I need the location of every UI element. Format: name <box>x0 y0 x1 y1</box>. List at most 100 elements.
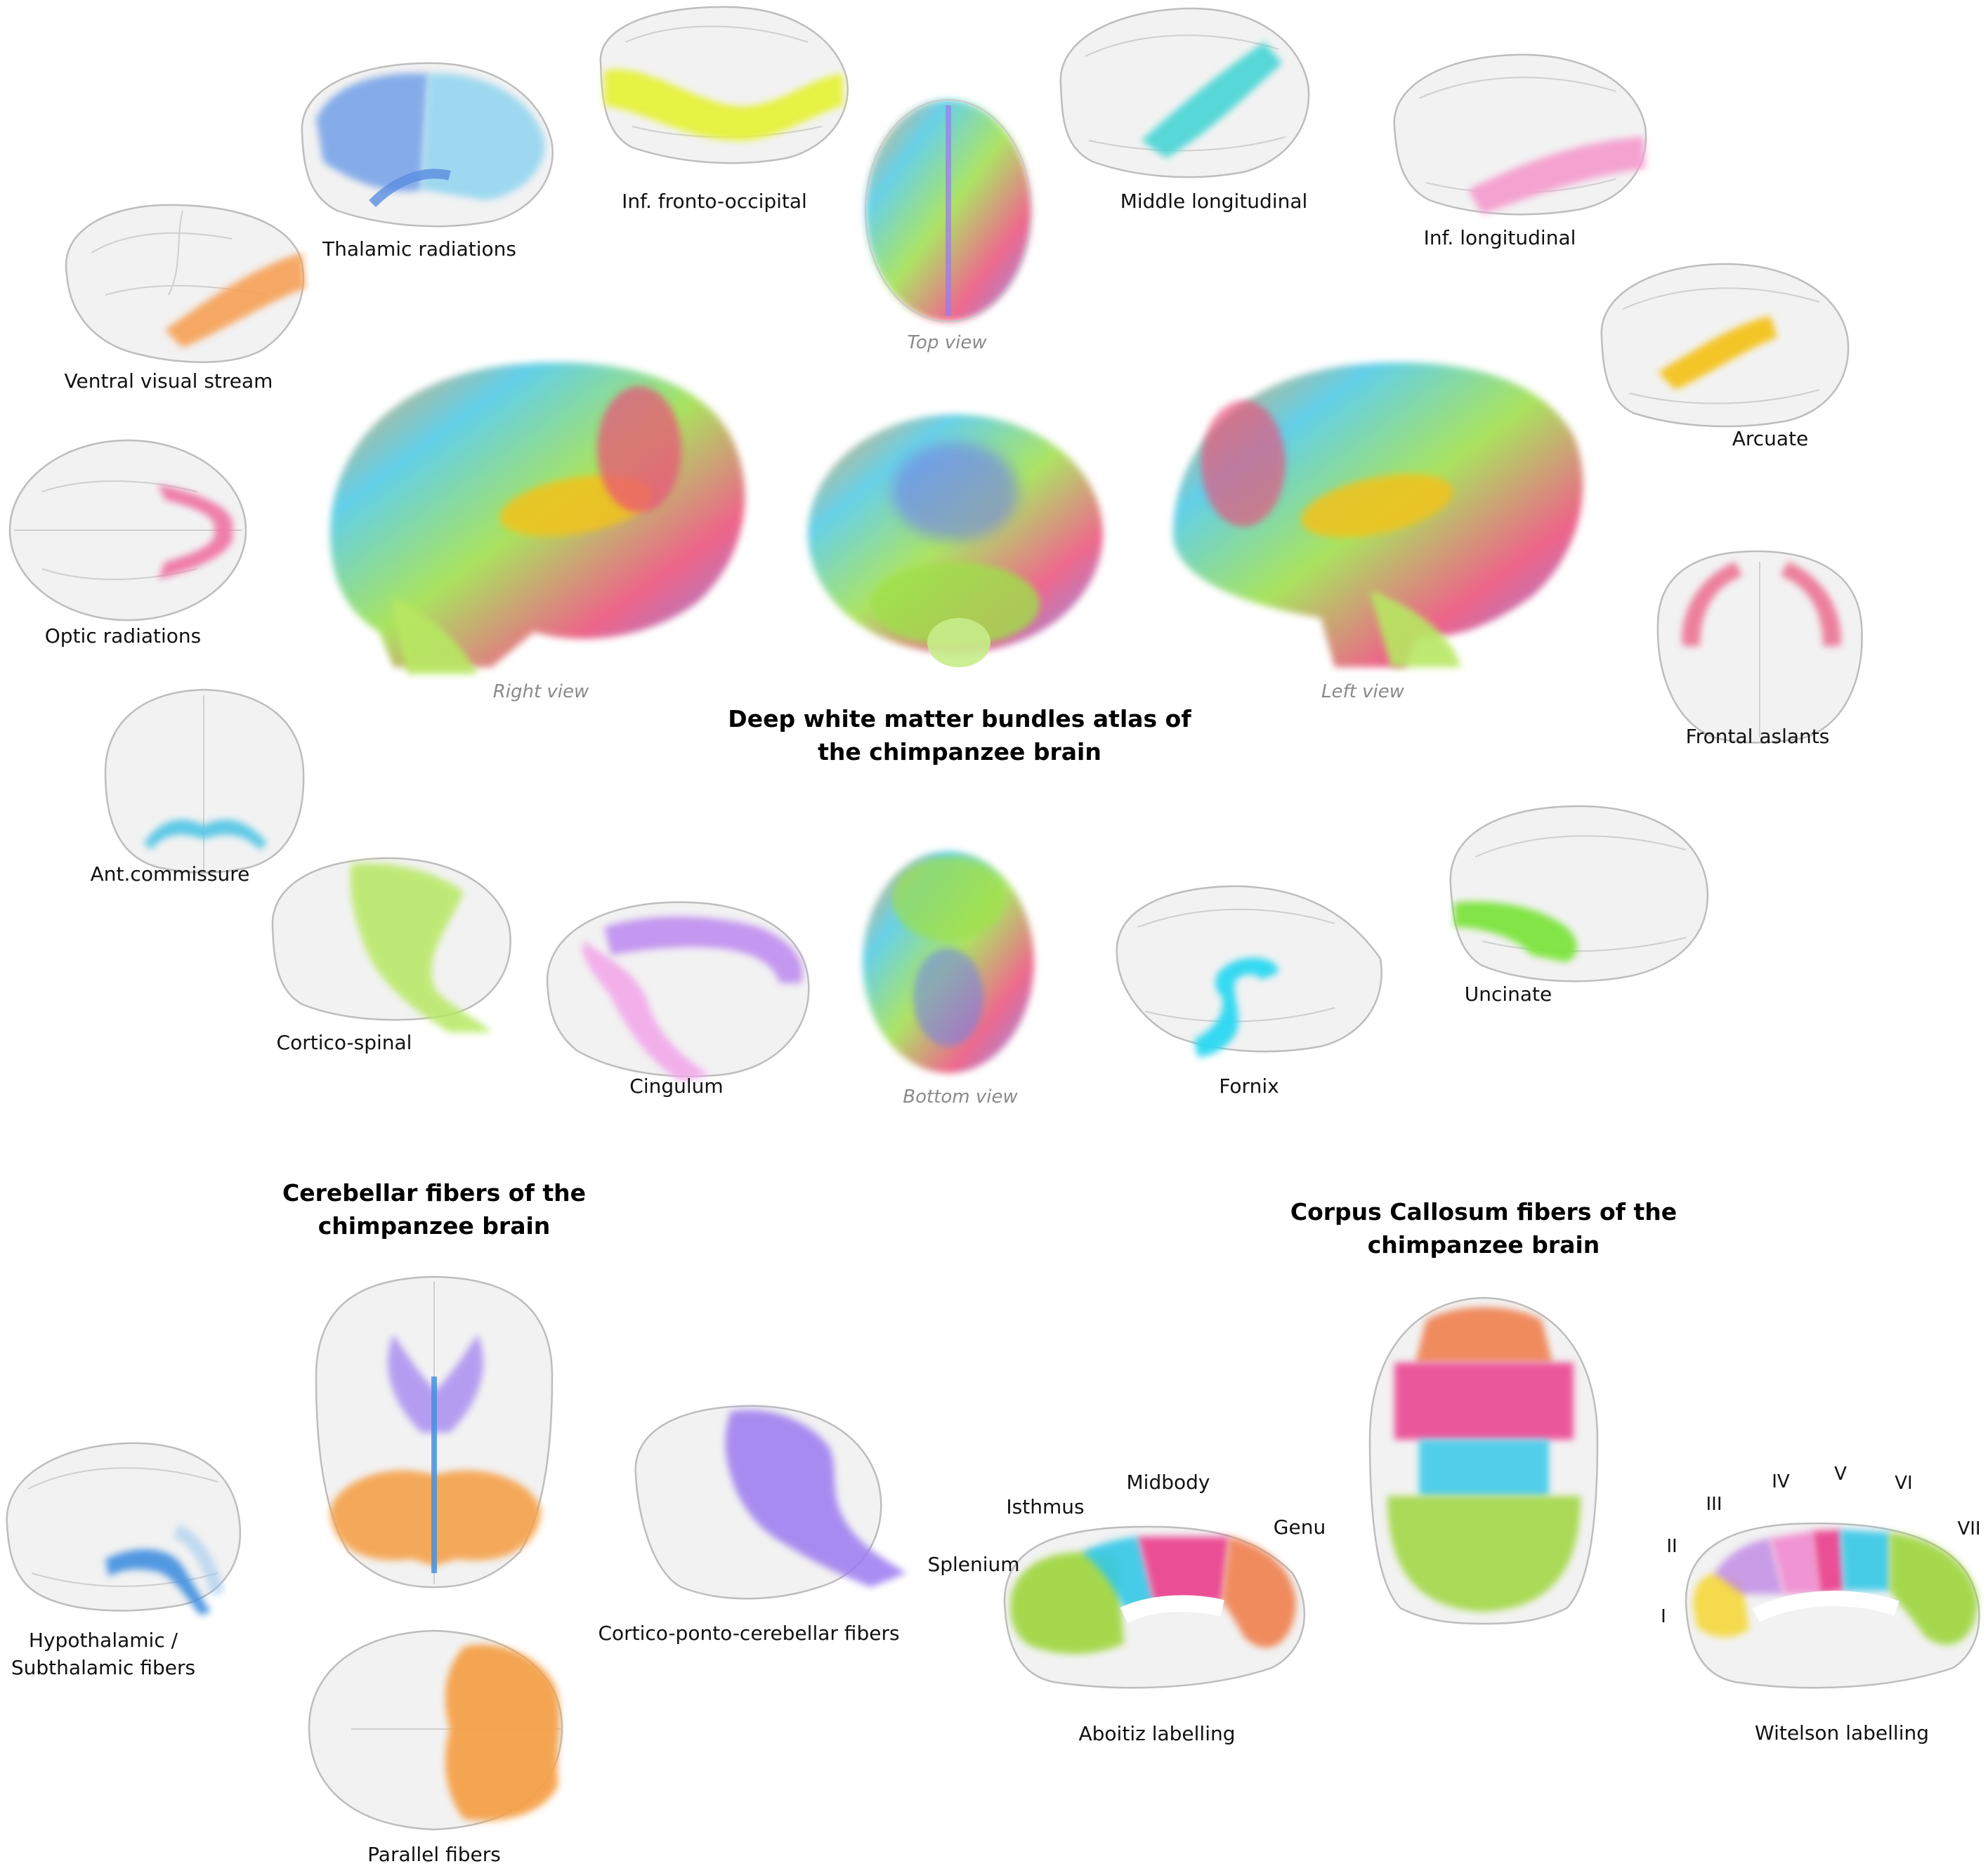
optic-radiations-fibers <box>158 485 233 579</box>
cortico-spinal-panel: Cortico-spinal <box>271 857 511 1054</box>
middle-longitudinal-panel: Middle longitudinal <box>1059 7 1310 213</box>
cerebellar-title-line2: chimpanzee brain <box>318 1212 551 1240</box>
corpus-callosum-top-view-panel <box>1368 1296 1599 1625</box>
frontal-aslants-panel: Frontal aslants <box>1656 550 1863 748</box>
aboitiz-genu <box>1222 1537 1296 1648</box>
ant-commissure-fibers <box>144 820 267 850</box>
ventral-visual-stream-label: Ventral visual stream <box>65 369 273 393</box>
aboitiz-midbody-label: Midbody <box>1127 1471 1210 1494</box>
thalamic-radiations-fibers-light <box>421 73 545 200</box>
aboitiz-isthmus <box>1082 1537 1156 1608</box>
witelson-region-IV <box>1770 1531 1819 1594</box>
frontal-aslants-label: Frontal aslants <box>1686 725 1830 748</box>
cc-top-cyan <box>1419 1440 1549 1496</box>
cingulum-panel: Cingulum <box>546 901 810 1098</box>
witelson-label-I: I <box>1661 1606 1666 1627</box>
inf-longitudinal-panel: Inf. longitudinal <box>1393 53 1647 249</box>
front-view-panel <box>808 414 1103 667</box>
fornix-panel: Fornix <box>1116 885 1382 1098</box>
top-view-panel: Top view <box>865 99 1032 353</box>
top-view-label: Top view <box>907 332 987 353</box>
aboitiz-panel: Midbody Isthmus Genu Splenium Aboitiz la… <box>927 1471 1326 1745</box>
parallel-fibers-label: Parallel fibers <box>367 1843 501 1866</box>
frontal-aslants-fibers-right <box>1781 562 1841 646</box>
witelson-label-III: III <box>1706 1494 1722 1515</box>
inf-longitudinal-fibers <box>1468 137 1645 214</box>
witelson-label-VI: VI <box>1895 1473 1912 1494</box>
optic-radiations-label: Optic radiations <box>45 624 201 648</box>
witelson-region-VI <box>1840 1530 1890 1591</box>
arcuate-label: Arcuate <box>1732 427 1809 450</box>
aboitiz-genu-label: Genu <box>1274 1516 1326 1539</box>
uncinate-panel: Uncinate <box>1449 805 1709 1006</box>
witelson-label-VII: VII <box>1957 1518 1980 1539</box>
arcuate-fibers <box>1658 316 1777 390</box>
ant-commissure-panel: Ant.commissure <box>91 688 305 886</box>
left-view-panel: Left view <box>1173 362 1583 702</box>
hypothalamic-fibers <box>105 1549 211 1615</box>
witelson-region-I <box>1693 1573 1749 1638</box>
frontal-aslants-fibers-left <box>1682 562 1742 646</box>
fornix-fibers <box>1194 957 1279 1057</box>
cingulum-fibers-pink <box>582 941 709 1082</box>
cortico-ponto-cerebellar-panel: Cortico-ponto-cerebellar fibers <box>598 1405 906 1645</box>
aboitiz-caption: Aboitiz labelling <box>1079 1722 1236 1745</box>
thalamic-radiations-fibers-dark <box>316 73 429 192</box>
aboitiz-isthmus-label: Isthmus <box>1006 1495 1084 1518</box>
deep-atlas-title: Deep white matter bundles atlas of the c… <box>728 705 1191 766</box>
uncinate-fibers <box>1454 901 1577 962</box>
bottom-view-label: Bottom view <box>903 1086 1018 1108</box>
witelson-region-II-III <box>1714 1538 1784 1594</box>
hypothalamic-panel: Hypothalamic / Subthalamic fibers <box>6 1442 242 1679</box>
witelson-region-V <box>1812 1530 1844 1594</box>
corpus-callosum-title-line2: chimpanzee brain <box>1368 1231 1600 1259</box>
witelson-caption: Witelson labelling <box>1755 1721 1929 1745</box>
inf-fronto-occipital-fibers <box>604 69 843 141</box>
thalamic-radiations-panel: Thalamic radiations <box>301 62 554 261</box>
fornix-label: Fornix <box>1219 1075 1279 1098</box>
deep-atlas-title-line2: the chimpanzee brain <box>818 738 1101 766</box>
cc-top-orange <box>1415 1307 1552 1362</box>
corpus-callosum-title-line1: Corpus Callosum fibers of the <box>1290 1198 1677 1226</box>
parallel-fibers-orange <box>445 1644 560 1821</box>
parallel-fibers-panel: Parallel fibers <box>308 1629 563 1866</box>
witelson-label-IV: IV <box>1772 1471 1790 1492</box>
ant-commissure-label: Ant.commissure <box>91 862 250 886</box>
cortico-ponto-cerebellar-fibers <box>725 1410 906 1587</box>
witelson-panel: I II III IV V VI VII Witelson labelling <box>1661 1464 1980 1745</box>
optic-radiations-panel: Optic radiations <box>8 439 247 648</box>
deep-atlas-title-line1: Deep white matter bundles atlas of <box>728 705 1191 732</box>
cerebellar-title: Cerebellar fibers of the chimpanzee brai… <box>282 1179 586 1240</box>
hypothalamic-label-line1: Hypothalamic / <box>29 1629 178 1652</box>
cingulum-label: Cingulum <box>629 1075 723 1098</box>
witelson-label-V: V <box>1834 1464 1847 1485</box>
ventral-visual-stream-panel: Ventral visual stream <box>65 204 306 393</box>
aboitiz-splenium-label: Splenium <box>927 1553 1019 1576</box>
right-view-label: Right view <box>493 681 589 702</box>
inf-fronto-occipital-label: Inf. fronto-occipital <box>622 190 807 213</box>
cc-top-green <box>1387 1496 1581 1612</box>
ventral-visual-stream-fibers <box>165 253 306 348</box>
witelson-label-II: II <box>1666 1536 1677 1557</box>
cerebellum-top-view-panel <box>315 1275 554 1589</box>
cerebellum-top-purple-fibers <box>388 1334 483 1433</box>
middle-longitudinal-fibers <box>1142 42 1282 158</box>
cingulum-fibers-purple <box>604 916 803 983</box>
cortico-spinal-label: Cortico-spinal <box>277 1031 412 1054</box>
left-view-label: Left view <box>1321 681 1405 702</box>
cc-top-magenta <box>1394 1362 1574 1440</box>
bottom-view-panel: Bottom view <box>863 851 1034 1108</box>
witelson-region-VII <box>1890 1532 1977 1645</box>
inf-fronto-occipital-panel: Inf. fronto-occipital <box>599 6 849 213</box>
thalamic-radiations-label: Thalamic radiations <box>322 237 516 261</box>
hypothalamic-label-line2: Subthalamic fibers <box>11 1656 195 1679</box>
cerebellar-title-line1: Cerebellar fibers of the <box>282 1179 586 1207</box>
cortico-ponto-cerebellar-label: Cortico-ponto-cerebellar fibers <box>598 1622 899 1645</box>
middle-longitudinal-label: Middle longitudinal <box>1120 190 1308 213</box>
uncinate-label: Uncinate <box>1465 983 1552 1006</box>
aboitiz-midbody <box>1138 1537 1229 1608</box>
aboitiz-splenium <box>1010 1552 1124 1654</box>
arcuate-panel: Arcuate <box>1600 263 1850 450</box>
corpus-callosum-title: Corpus Callosum fibers of the chimpanzee… <box>1290 1198 1677 1259</box>
